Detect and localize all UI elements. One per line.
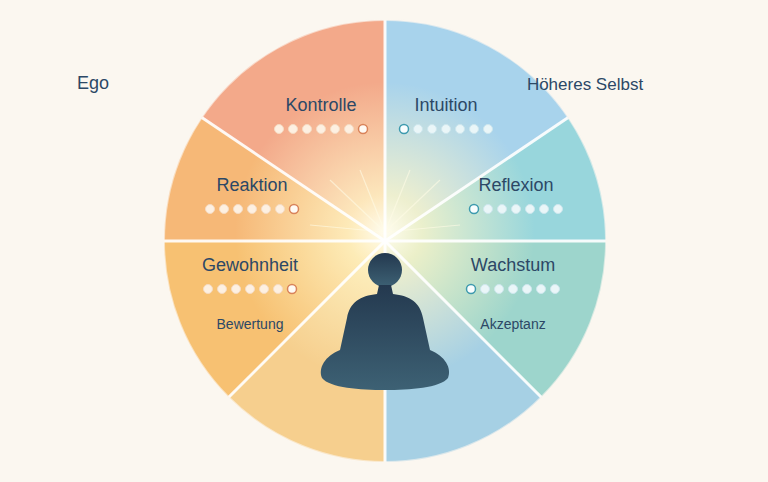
rating-dot [288,285,297,294]
rating-dots [203,203,301,215]
rating-dot [234,205,243,214]
rating-dot [248,205,257,214]
person-head [368,253,402,287]
rating-dot [495,285,504,294]
segment-subtitle: Akzeptanz [480,315,545,333]
rating-dot [467,285,476,294]
rating-dot [484,125,493,134]
rating-dot [290,205,299,214]
rating-dot [509,285,518,294]
rating-dot [537,285,546,294]
rating-dot [274,285,283,294]
rating-dots [397,123,495,135]
rating-dots [467,203,565,215]
rating-dot [456,125,465,134]
rating-dot [275,125,284,134]
rating-dot [246,285,255,294]
rating-dot [470,205,479,214]
rating-dots [201,283,299,295]
rating-dot [220,205,229,214]
rating-dot [498,205,507,214]
rating-dot [289,125,298,134]
rating-dot [317,125,326,134]
rating-dot [232,285,241,294]
rating-dot [206,205,215,214]
rating-dots [272,123,370,135]
rating-dot [400,125,409,134]
side-label: Ego [77,72,109,94]
rating-dot [262,205,271,214]
rating-dot [526,205,535,214]
wheel-segment: WachstumAkzeptanz [464,254,562,333]
rating-dot [512,205,521,214]
rating-dot [554,205,563,214]
rating-dot [359,125,368,134]
segment-title: Intuition [414,94,477,116]
wheel-segment: GewohnheitBewertung [201,254,299,333]
wheel-segment: Intuition [397,94,495,135]
rating-dot [260,285,269,294]
meditating-person [321,253,449,390]
wheel-segment: Reflexion [467,174,565,215]
rating-dot [331,125,340,134]
segment-title: Wachstum [471,254,555,276]
rating-dot [276,205,285,214]
rating-dot [303,125,312,134]
segment-subtitle: Bewertung [217,315,284,333]
rating-dots [464,283,562,295]
segment-title: Kontrolle [285,94,356,116]
wheel-segment: Reaktion [203,174,301,215]
rating-dot [218,285,227,294]
rating-dot [551,285,560,294]
rating-dot [523,285,532,294]
side-label: Höheres Selbst [527,74,643,96]
person-body [321,285,449,390]
rating-dot [470,125,479,134]
rating-dot [414,125,423,134]
rating-dot [345,125,354,134]
rating-dot [428,125,437,134]
rating-dot [540,205,549,214]
segment-title: Reaktion [216,174,287,196]
segment-title: Gewohnheit [202,254,298,276]
rating-dot [442,125,451,134]
rating-dot [204,285,213,294]
rating-dot [484,205,493,214]
segment-title: Reflexion [478,174,553,196]
wheel-segment: Kontrolle [272,94,370,135]
rating-dot [481,285,490,294]
